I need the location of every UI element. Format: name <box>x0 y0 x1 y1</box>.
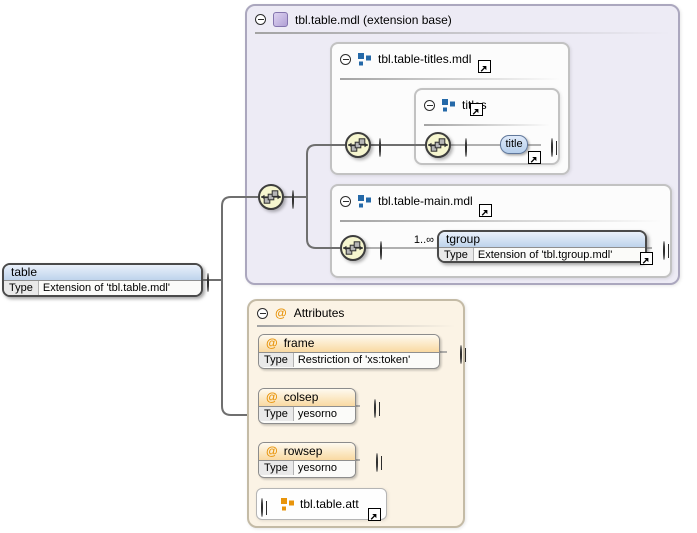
expand-toggle-title[interactable] <box>551 138 553 157</box>
collapse-toggle-titles-sequence[interactable] <box>379 138 381 157</box>
collapse-toggle-extension-base[interactable] <box>255 14 266 25</box>
expand-toggle-rowsep[interactable] <box>376 453 378 472</box>
type-value-cell: Extension of 'tbl.tgroup.mdl' <box>473 248 645 261</box>
cardinality-label: 1..∞ <box>413 234 434 246</box>
type-row: Type yesorno <box>259 406 355 421</box>
attribute-box-rowsep[interactable]: @ rowsep Type yesorno <box>258 442 356 478</box>
attribute-box-colsep[interactable]: @ colsep Type yesorno <box>258 388 356 424</box>
collapse-toggle-main-sequence[interactable] <box>380 241 382 260</box>
attribute-group-icon <box>281 498 294 511</box>
type-row: Type Extension of 'tbl.tgroup.mdl' <box>439 247 645 261</box>
attribute-at-icon: @ <box>266 444 278 458</box>
sequence-compositor-icon[interactable] <box>340 235 366 261</box>
type-row: Type Extension of 'tbl.table.mdl' <box>4 280 201 295</box>
collapse-toggle-attributes[interactable] <box>257 307 268 319</box>
type-row: Type yesorno <box>259 460 355 475</box>
open-definition-icon[interactable] <box>479 204 492 217</box>
open-definition-icon[interactable] <box>478 60 491 73</box>
attribute-at-icon: @ <box>266 390 278 404</box>
extension-base-label: tbl.table.mdl (extension base) <box>295 12 452 27</box>
type-key-cell: Type <box>439 248 474 261</box>
header-separator <box>424 124 550 126</box>
open-definition-icon[interactable] <box>368 508 381 521</box>
open-definition-icon[interactable] <box>528 151 541 164</box>
type-key-cell: Type <box>259 353 294 367</box>
type-value-cell: yesorno <box>293 407 355 421</box>
expand-toggle-attribute-group[interactable] <box>261 498 263 517</box>
type-key-cell: Type <box>4 281 39 295</box>
type-value-cell: Restriction of 'xs:token' <box>293 353 439 367</box>
element-box-title[interactable]: title <box>500 135 528 154</box>
attribute-name: frame <box>283 336 315 350</box>
element-box-table[interactable]: table Type Extension of 'tbl.table.mdl' <box>2 263 203 297</box>
attribute-group-box[interactable]: tbl.table.att <box>256 488 387 520</box>
type-key-cell: Type <box>259 407 294 421</box>
collapse-toggle-inner-sequence[interactable] <box>465 138 467 157</box>
collapse-toggle-table[interactable] <box>207 273 209 292</box>
attribute-group-label: tbl.table.att <box>300 497 359 511</box>
header-separator <box>340 220 662 222</box>
collapse-toggle-main-group[interactable] <box>340 195 351 207</box>
attribute-at-icon: @ <box>275 306 287 320</box>
type-row: Type Restriction of 'xs:token' <box>259 352 439 367</box>
main-group-label: tbl.table-main.mdl <box>378 194 473 208</box>
attribute-name: colsep <box>283 390 319 404</box>
type-key-cell: Type <box>259 461 294 475</box>
sequence-compositor-icon[interactable] <box>345 132 371 158</box>
expand-toggle-tgroup[interactable] <box>663 241 665 260</box>
attribute-name: rowsep <box>283 444 323 458</box>
collapse-toggle-titles[interactable] <box>424 99 435 111</box>
header-separator <box>340 78 560 80</box>
titles-group-label: tbl.table-titles.mdl <box>378 52 472 66</box>
element-name: table <box>4 265 201 280</box>
sequence-compositor-icon[interactable] <box>258 184 284 210</box>
extension-base-icon <box>273 12 288 27</box>
sequence-compositor-icon[interactable] <box>425 132 451 158</box>
expand-toggle-frame[interactable] <box>460 345 462 364</box>
element-box-tgroup[interactable]: tgroup Type Extension of 'tbl.tgroup.mdl… <box>437 230 647 263</box>
attribute-box-frame[interactable]: @ frame Type Restriction of 'xs:token' <box>258 334 440 369</box>
attributes-label: Attributes <box>293 306 345 320</box>
element-name: tgroup <box>439 232 645 247</box>
expand-toggle-colsep[interactable] <box>374 399 376 418</box>
header-separator <box>257 325 455 327</box>
header-separator <box>255 32 670 34</box>
open-definition-icon[interactable] <box>470 103 483 116</box>
type-value-cell: yesorno <box>293 461 355 475</box>
collapse-toggle-titles-group[interactable] <box>340 53 351 65</box>
type-value-cell: Extension of 'tbl.table.mdl' <box>38 281 201 295</box>
open-definition-icon[interactable] <box>640 252 653 265</box>
attribute-at-icon: @ <box>266 336 278 350</box>
collapse-toggle-root-sequence[interactable] <box>292 190 294 209</box>
